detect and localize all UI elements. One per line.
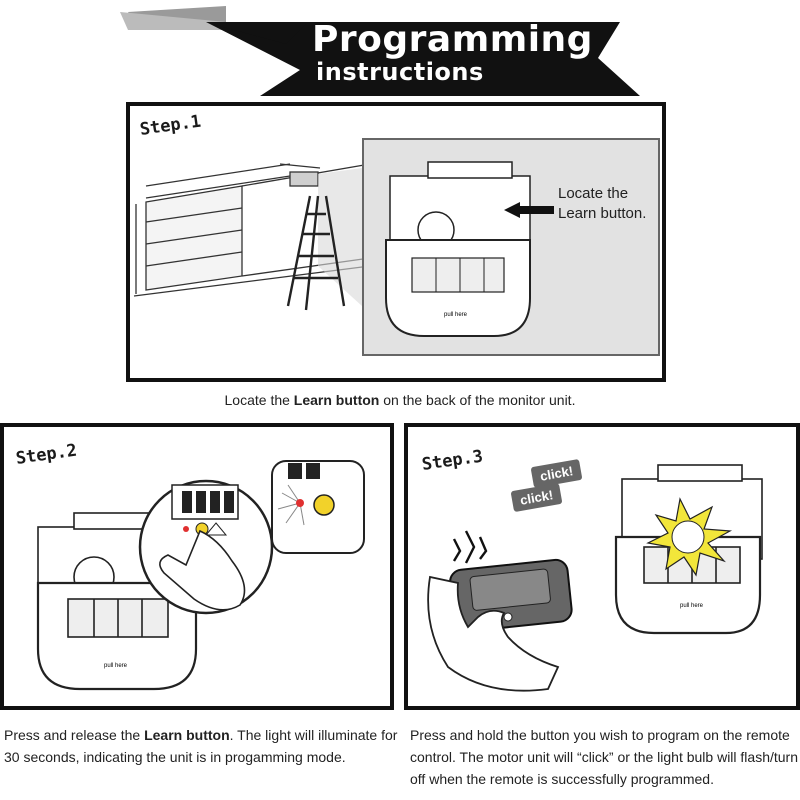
step-2-caption-bold: Learn button — [144, 727, 230, 743]
led-red-icon — [296, 499, 304, 507]
step-1-callout: Locate the Learn button. — [558, 184, 646, 224]
step-1-caption: Locate the Learn button on the back of t… — [0, 389, 800, 411]
step-1-caption-bold: Learn button — [293, 392, 380, 408]
remote-icon — [449, 558, 573, 633]
step-2-caption-after: . The light will illuminate for 30 secon… — [4, 727, 398, 765]
device-label: pull here — [444, 312, 468, 318]
hand-icon — [159, 529, 246, 611]
step-2-illustration: pull here — [36, 460, 365, 691]
step-2-caption-before: Press and release the — [4, 727, 145, 743]
step-1-panel: Step.1 — [126, 102, 666, 382]
led-indicator — [183, 526, 189, 532]
led-yellow-icon — [313, 494, 335, 516]
step-2-panel: Step.2 pull here — [0, 423, 394, 710]
header-banner: Programming instructions — [0, 0, 800, 100]
step-3-panel: Step.3 click! click! pull here — [404, 423, 800, 710]
ladder-icon — [286, 195, 346, 311]
garage-scene — [133, 163, 371, 311]
page-title: Programming — [312, 19, 593, 60]
page-subtitle: instructions — [316, 58, 484, 86]
opener-unit-icon: pull here — [385, 161, 554, 337]
signal-icon — [452, 530, 488, 564]
zoom-box: pull here — [362, 138, 660, 356]
step-3-caption: Press and hold the button you wish to pr… — [410, 727, 799, 787]
device-label: pull here — [104, 663, 128, 669]
ceiling-opener-icon — [279, 163, 362, 306]
callout-line-1: Locate the — [558, 185, 629, 202]
step-2-caption: Press and release the Learn button. The … — [4, 724, 399, 768]
device-label: pull here — [680, 603, 704, 609]
banner-shape — [120, 6, 640, 96]
step-3-illustration: pull here — [427, 464, 763, 692]
callout-line-2: Learn button. — [558, 205, 647, 222]
arrow-icon — [504, 202, 554, 218]
step-1-caption-before: Locate the — [224, 392, 294, 408]
hand-icon — [427, 575, 560, 692]
step-1-caption-after: on the back of the monitor unit. — [379, 392, 576, 408]
